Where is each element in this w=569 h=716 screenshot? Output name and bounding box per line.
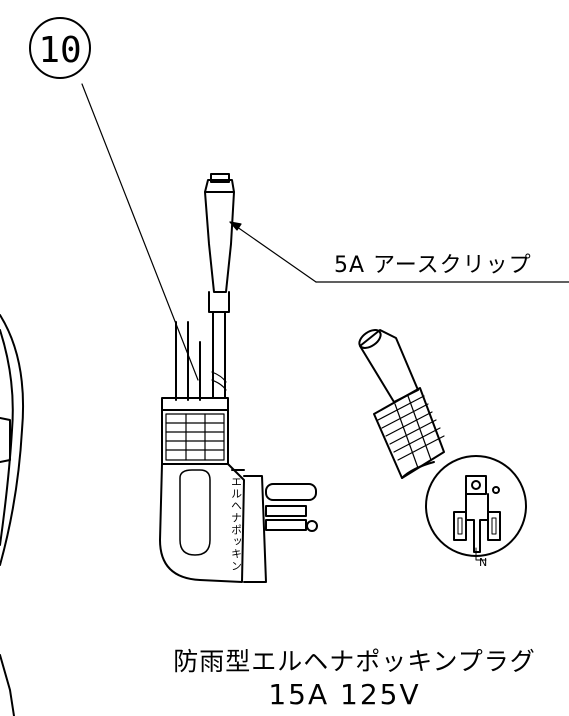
plug-name-caption: 防雨型エルヘナポッキンプラグ: [173, 647, 536, 676]
callout-leader: [81, 83, 199, 381]
plug-rating-caption: 15A 125V: [268, 678, 421, 711]
blade-bottom: [265, 519, 307, 531]
reel-edge-outline: [0, 314, 25, 716]
blade-top: [265, 505, 307, 517]
plug-front-view: N: [358, 329, 527, 569]
ground-pin: [265, 483, 317, 501]
face-blade-right: [487, 511, 501, 541]
face-blade-left: [453, 511, 467, 541]
callout-number: 10: [38, 30, 81, 71]
earth-clip-label: 5A アースクリップ: [334, 253, 532, 278]
plug-face: [425, 455, 527, 557]
callout-10: 10: [29, 17, 91, 79]
neutral-mark: N: [479, 556, 487, 569]
plug-side-view: エルヘナポッキン: [159, 173, 318, 583]
plug-side-text: エルヘナポッキン: [230, 476, 243, 572]
earth-clip: [204, 179, 235, 293]
